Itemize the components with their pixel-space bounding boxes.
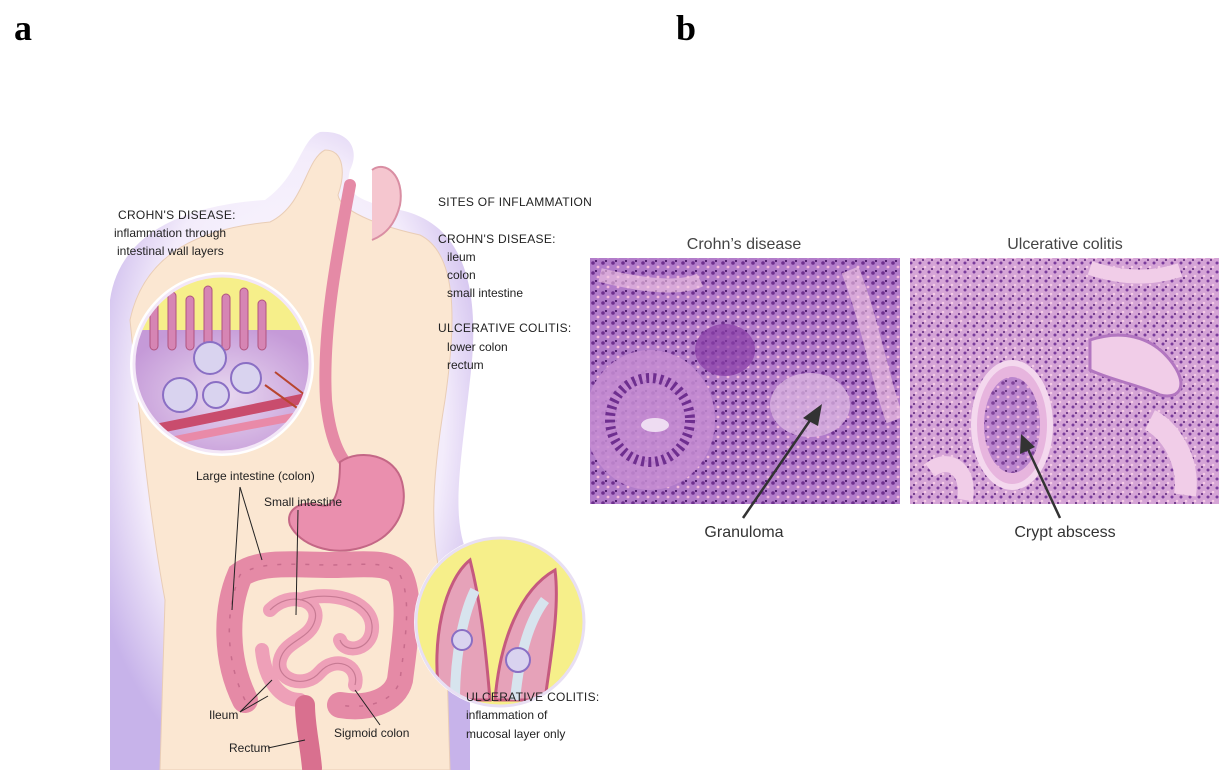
histology-right-title: Ulcerative colitis: [1007, 236, 1123, 253]
crohns-histology-image: [585, 258, 900, 504]
uc-histology-image: [910, 258, 1219, 504]
histology-left-title: Crohn’s disease: [687, 236, 802, 253]
granuloma-label: Granuloma: [704, 524, 783, 541]
crypt-abscess-label: Crypt abscess: [1014, 524, 1115, 541]
